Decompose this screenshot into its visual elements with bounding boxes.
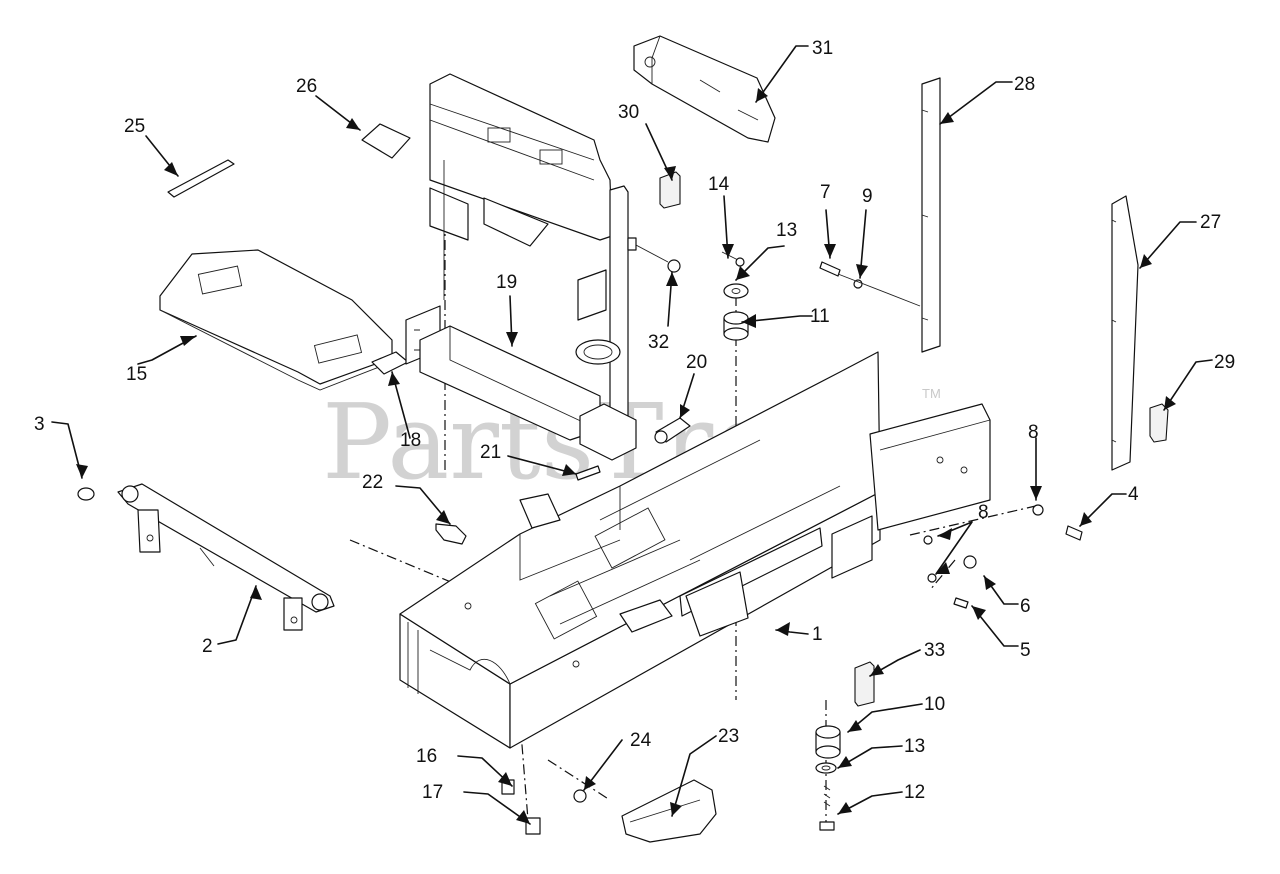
callout-labels: 1 2 3 4 5 6 7 8 8 9 10 11 12 13 13 14 15… xyxy=(34,38,1235,803)
callout-30: 30 xyxy=(618,102,639,123)
part-15-seat-pan xyxy=(159,249,393,391)
part-22-fitting xyxy=(435,523,467,545)
callout-12: 12 xyxy=(904,782,925,803)
callout-31: 31 xyxy=(812,38,833,59)
part-25-pin xyxy=(167,159,235,198)
callout-11: 11 xyxy=(810,306,830,327)
callout-19: 19 xyxy=(496,272,517,293)
part-21-rod xyxy=(575,465,601,481)
callout-5: 5 xyxy=(1020,640,1031,661)
callout-22: 22 xyxy=(362,472,383,493)
part-29-bracket xyxy=(1149,403,1169,443)
callout-7: 7 xyxy=(820,182,831,203)
callout-3: 3 xyxy=(34,414,45,435)
callout-4: 4 xyxy=(1128,484,1139,505)
parts-7-9-fasteners xyxy=(819,261,921,307)
callout-8: 8 xyxy=(978,502,989,523)
part-19-seat-frame xyxy=(405,73,637,461)
part-13-washer-upper xyxy=(723,283,749,299)
callout-1: 1 xyxy=(812,624,823,645)
callout-26: 26 xyxy=(296,76,317,97)
callout-28: 28 xyxy=(1014,74,1035,95)
part-4-bolt xyxy=(1065,525,1083,541)
part-33-block xyxy=(854,661,875,707)
part-23-link-arm xyxy=(573,779,717,843)
callout-2: 2 xyxy=(202,636,213,657)
callout-8-second: 8 xyxy=(1028,422,1039,443)
part-31-top-plate xyxy=(633,35,776,143)
callout-9: 9 xyxy=(862,186,873,207)
watermark-trademark: TM xyxy=(922,386,941,401)
callout-18: 18 xyxy=(400,430,421,451)
callout-32: 32 xyxy=(648,332,669,353)
callout-10: 10 xyxy=(924,694,945,715)
callout-16: 16 xyxy=(416,746,437,767)
callout-24: 24 xyxy=(630,730,652,751)
part-27-side-panel xyxy=(1111,195,1139,471)
arrow-heads xyxy=(76,88,1176,824)
lower-mount-stack xyxy=(815,725,841,831)
parts-16-17-fasteners xyxy=(501,779,541,835)
part-3-nut xyxy=(77,487,95,501)
part-20-tube xyxy=(654,417,691,444)
callout-13: 13 xyxy=(776,220,797,241)
part-26-plate xyxy=(361,123,411,159)
callout-23: 23 xyxy=(718,726,739,747)
callout-21: 21 xyxy=(480,442,501,463)
callout-15: 15 xyxy=(126,364,147,385)
part-30-block xyxy=(659,171,681,209)
callout-29: 29 xyxy=(1214,352,1235,373)
part-32-bolt xyxy=(627,237,681,273)
upper-mount-stack xyxy=(721,251,749,341)
part-28-vertical-strip xyxy=(921,77,941,353)
callout-13-second: 13 xyxy=(904,736,925,757)
callout-6: 6 xyxy=(1020,596,1031,617)
callout-25: 25 xyxy=(124,116,145,137)
part-1-main-frame xyxy=(399,351,991,749)
callout-27: 27 xyxy=(1200,212,1221,233)
callout-14: 14 xyxy=(708,174,730,195)
rear-fasteners xyxy=(923,504,1083,609)
callout-17: 17 xyxy=(422,782,443,803)
callout-33: 33 xyxy=(924,640,945,661)
callout-20: 20 xyxy=(686,352,707,373)
part-2-side-bracket xyxy=(117,483,335,631)
